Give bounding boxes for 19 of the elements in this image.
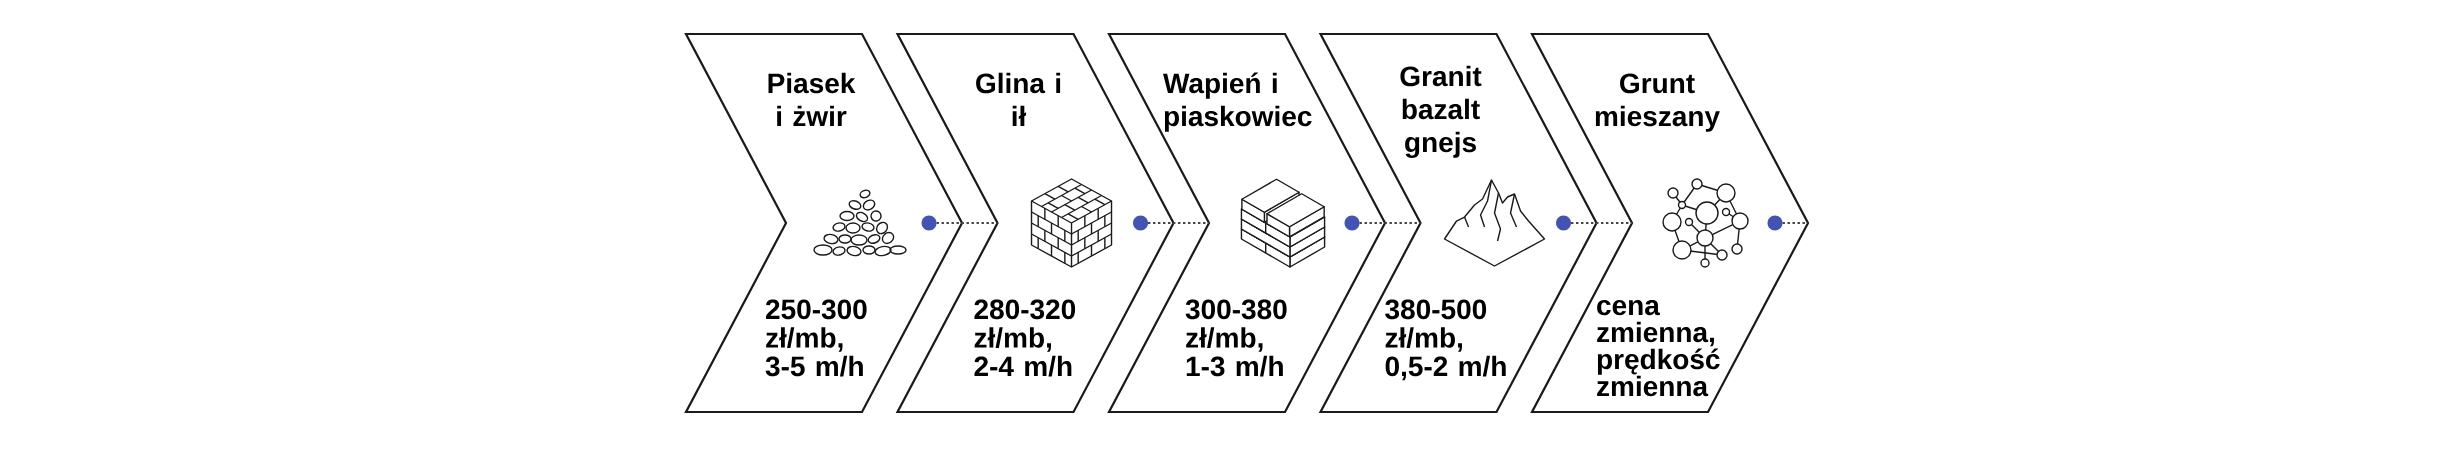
dot xyxy=(1556,215,1571,231)
dotted-connector xyxy=(1570,222,1633,224)
dot xyxy=(1767,215,1783,231)
body-text: 280-320 zł/mb, 2-4 m/h xyxy=(974,299,1076,377)
dot xyxy=(921,215,937,231)
heading: Granit bazalt gnejs xyxy=(1400,65,1482,158)
body-text: cena zmienna, prędkość zmienna xyxy=(1597,299,1720,397)
body-text: 250-300 zł/mb, 3-5 m/h xyxy=(765,299,867,377)
heading: Piasek i żwir xyxy=(768,72,856,126)
body-text: 380-500 zł/mb, 0,5-2 m/h xyxy=(1385,299,1506,381)
dotted-connector xyxy=(935,222,999,224)
heading: Glina i ił xyxy=(976,72,1061,126)
heading: Wapień i piaskowiec xyxy=(1163,72,1312,132)
dotted-connector xyxy=(1147,222,1210,224)
dotted-connector xyxy=(1358,222,1422,224)
heading: Grunt mieszany xyxy=(1595,73,1720,132)
dot xyxy=(1133,215,1148,231)
dot xyxy=(1344,215,1360,231)
body-text: 300-380 zł/mb, 1-3 m/h xyxy=(1185,299,1287,377)
